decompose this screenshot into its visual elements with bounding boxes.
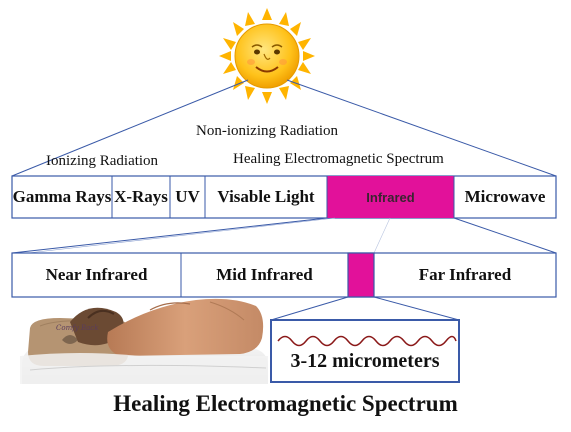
band-mid-infrared: Mid Infrared <box>216 265 313 284</box>
page-title: Healing Electromagnetic Spectrum <box>113 391 458 416</box>
wavelength-label: 3-12 micrometers <box>290 350 440 372</box>
band-visable-light: Visable Light <box>217 187 315 206</box>
band-near-infrared: Near Infrared <box>45 265 148 284</box>
band-far-infrared: Far Infrared <box>418 265 512 284</box>
wavelength-box <box>270 319 460 383</box>
wave-icon <box>277 335 457 347</box>
infrared-highlight <box>327 176 454 218</box>
infrared-bar <box>11 252 557 298</box>
resting-woman-image <box>20 298 269 384</box>
healing-spectrum-header: Healing Electromagnetic Spectrum <box>233 151 444 167</box>
band-infrared: Infrared <box>366 189 415 205</box>
non-ionizing-label: Non-ionizing Radiation <box>196 123 339 139</box>
band-x-rays: X-Rays <box>114 187 168 206</box>
band-gamma-rays: Gamma Rays <box>12 187 112 206</box>
sun-icon <box>219 8 315 104</box>
band-uv: UV <box>175 187 200 206</box>
far-infrared-highlight <box>347 252 375 298</box>
spectrum-bar <box>11 175 557 219</box>
ionizing-label: Ionizing Radiation <box>46 153 159 169</box>
band-microwave: Microwave <box>464 187 546 206</box>
sun-ray-right <box>286 79 557 177</box>
sun-ray-left <box>11 79 249 177</box>
pillow-logo: Comfy Back <box>56 324 99 332</box>
